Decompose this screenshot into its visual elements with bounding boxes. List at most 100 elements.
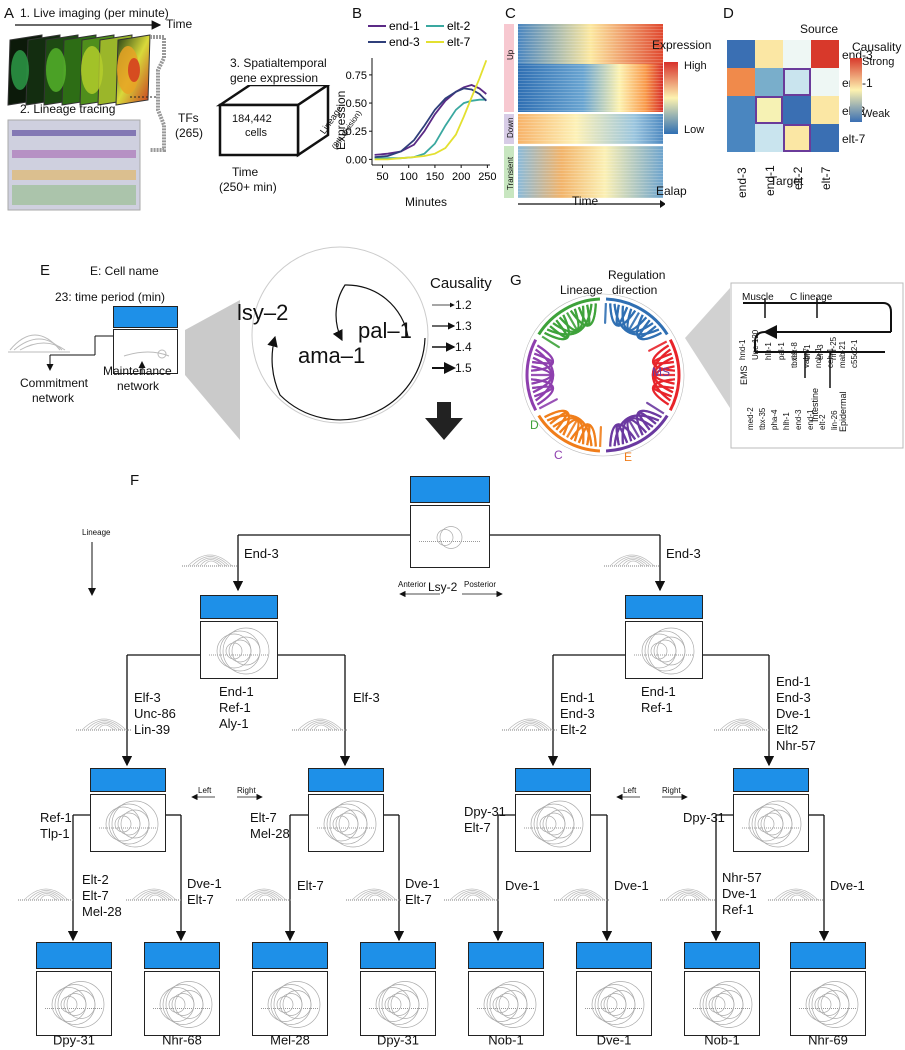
panel-label-e: E xyxy=(40,262,51,279)
causality-value-2: 1.3 xyxy=(455,319,472,333)
commitment-label-1: Commitment xyxy=(20,376,89,390)
l1-left-cell-name: End-1 Ref-1 Aly-1 xyxy=(219,684,254,731)
y-tick-label: 0.50 xyxy=(346,98,367,110)
l3-tf-3: Elt-7 xyxy=(297,878,324,893)
causality-source-title: Source xyxy=(800,22,839,36)
step3-label-1: 3. Spatialtemporal xyxy=(230,56,327,70)
causality-cell-r4-c4 xyxy=(811,124,839,152)
l3-tf-8: Dve-1 xyxy=(830,878,865,893)
l3-tf-6: Dve-1 xyxy=(614,878,649,893)
sector-d-label: D xyxy=(530,418,539,432)
network-box xyxy=(360,971,436,1036)
network-box xyxy=(200,621,278,679)
g-lineage-label: Lineage xyxy=(560,283,603,297)
circos-sector-C xyxy=(537,409,602,453)
series-line-end-3 xyxy=(374,87,487,158)
l2-4-cell-name: Dpy-31 xyxy=(683,810,725,825)
schema-gene-label: hlh-1 xyxy=(764,342,773,360)
causality-cell-r3-c2 xyxy=(755,96,783,124)
causality-cell-r1-c4 xyxy=(811,40,839,68)
circos-network xyxy=(521,293,685,457)
edge-pal1-lsy2 xyxy=(267,335,426,421)
flow-down-arrow xyxy=(425,402,463,440)
legend-label-end-1: end-1 xyxy=(389,19,420,33)
cell-name-box xyxy=(625,595,703,619)
causality-colorbar xyxy=(850,58,862,122)
leaf-cell-name: Nhr-69 xyxy=(808,1032,848,1048)
l3-tf-5: Dve-1 xyxy=(505,878,540,893)
group-transient-label: Transient xyxy=(506,156,515,190)
circos-sector-MS xyxy=(648,338,681,412)
maintenance-label-1: Maintenance xyxy=(103,364,172,378)
causality-cell-r3-c3 xyxy=(783,96,811,124)
e-schema-graphics xyxy=(8,300,240,440)
panel-a-graphics xyxy=(7,20,166,211)
series-line-elt-2 xyxy=(374,98,487,160)
causality-cell-r4-c3 xyxy=(783,124,811,152)
network-thumbnail xyxy=(502,718,558,731)
l3-tf-7: Nhr-57 Dve-1 Ref-1 xyxy=(722,870,762,917)
schema-gene-label: lin-26 xyxy=(830,410,839,430)
leaf-cell-name: Nob-1 xyxy=(704,1032,740,1048)
group-down-bar xyxy=(504,114,514,144)
l3-tf-2: Dve-1 Elt-7 xyxy=(187,876,222,907)
cell-name-box xyxy=(90,768,166,792)
x-tick-label: 100 xyxy=(400,171,418,183)
network-box xyxy=(684,971,760,1036)
col-label-4: elt-7 xyxy=(819,166,833,190)
network-box xyxy=(468,971,544,1036)
cell-name-box xyxy=(733,768,809,792)
cell-name-box xyxy=(576,942,652,969)
causality-title-e: Causality xyxy=(430,275,492,292)
causality-cell-r2-c4 xyxy=(811,68,839,96)
x-tick-label: 200 xyxy=(452,171,470,183)
heatmap-legend-high: High xyxy=(684,60,707,72)
circos-sector-D xyxy=(525,338,558,412)
schema-gene-label: ceh-1 xyxy=(826,347,835,368)
maintenance-label-2: network xyxy=(117,379,160,393)
network-thumbnail xyxy=(182,554,238,567)
panel-label-d: D xyxy=(723,5,734,22)
root-cell-name: Lsy-2 xyxy=(428,580,458,594)
series-line-elt-7 xyxy=(374,59,488,161)
leaf-cell-name: Nob-1 xyxy=(488,1032,524,1048)
y-tick-label: 0.00 xyxy=(346,154,367,166)
imaging-frames xyxy=(7,34,151,106)
g-regulation-1: Regulation xyxy=(608,268,666,282)
causality-value-1: 1.2 xyxy=(455,298,472,312)
schema-gene-label: end-1 xyxy=(806,409,815,430)
causality-cell-r2-c2 xyxy=(755,68,783,96)
node-lsy2: lsy–2 xyxy=(237,300,289,325)
chart-ylabel: Expression xyxy=(334,90,348,150)
y-tick-label: 0.25 xyxy=(346,126,367,138)
right-label-1: Right xyxy=(237,786,256,795)
schema-gene-label: tbx-9 xyxy=(790,350,799,368)
schema-gene-label: Unc-120 xyxy=(751,329,760,360)
network-thumbnail xyxy=(292,718,348,731)
network-box xyxy=(36,971,112,1036)
expression-heatmap xyxy=(504,24,665,208)
causality-cell-r4-c2 xyxy=(755,124,783,152)
legend-label-end-3: end-3 xyxy=(389,35,420,49)
cube-center-2: cells xyxy=(245,127,268,139)
leaf-cell-name: Dve-1 xyxy=(596,1032,632,1048)
causality-legend-weak: Weak xyxy=(862,108,890,120)
cell-name-box xyxy=(36,942,112,969)
cell-name-box xyxy=(468,942,544,969)
l1-right-cell-name: End-1 Ref-1 xyxy=(641,684,676,715)
right-label-2: Right xyxy=(662,786,681,795)
causality-target-title: Target xyxy=(770,174,804,188)
schema-gene-label: hlh-1 xyxy=(782,412,791,430)
node-ama1: ama–1 xyxy=(298,343,366,368)
schema-gene-label: med-2 xyxy=(746,407,755,430)
cube-bottom-2: (250+ min) xyxy=(219,180,277,194)
legend-label-elt-2: elt-2 xyxy=(447,19,471,33)
sector-c-label: C xyxy=(554,448,563,462)
l1-right-tf-b: End-1 End-3 Dve-1 Elt2 Nhr-57 xyxy=(776,674,816,753)
time-label-a: Time xyxy=(166,17,193,31)
network-box xyxy=(410,505,490,568)
causality-arrows xyxy=(432,302,456,374)
circos-sector-AB xyxy=(604,297,669,341)
network-box xyxy=(790,971,866,1036)
